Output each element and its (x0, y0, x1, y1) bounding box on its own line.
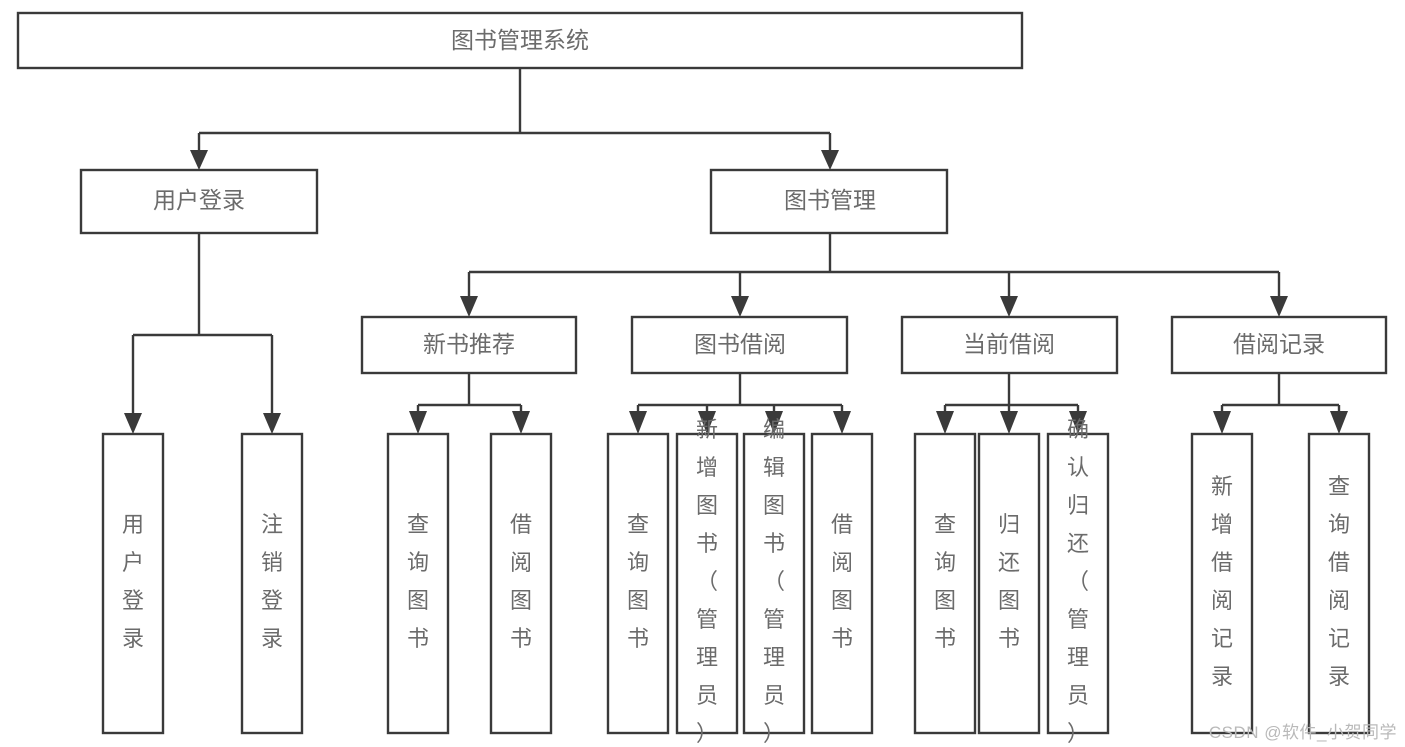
arrow-head-leaf-nbr-2 (512, 411, 530, 434)
leaf-nbr-1-label: 查询图书 (407, 512, 429, 651)
node-new-book-recommend[interactable]: 新书推荐 (360, 315, 578, 375)
node-root-box[interactable] (16, 11, 1024, 70)
connector-group-new-book-recommend (409, 373, 530, 434)
leaf-bb-3-label: 编辑图书（管理员） (763, 417, 785, 746)
arrow-head-leaf-br-2 (1330, 411, 1348, 434)
connector-group-book-manage (460, 233, 1288, 317)
connector-group-root (190, 68, 839, 170)
leaf-br-2-label: 查询借阅记录 (1328, 474, 1350, 689)
leaf-cb-3-box[interactable] (1046, 432, 1110, 735)
leaf-node[interactable]: 编辑图书（管理员） (742, 417, 806, 746)
arrow-head-leaf-cb-1 (936, 411, 954, 434)
arrow-head-leaf-user-login-1 (124, 413, 142, 434)
arrow-head-current-borrow (1000, 296, 1018, 317)
leaf-cb-3-label: 确认归还（管理员） (1067, 417, 1089, 746)
connector-group-book-borrow (629, 373, 851, 434)
arrow-head-leaf-bb-1 (629, 411, 647, 434)
arrow-head-leaf-bb-3 (765, 411, 783, 434)
arrow-head-leaf-br-1 (1213, 411, 1231, 434)
arrow-head-borrow-record (1270, 296, 1288, 317)
node-borrow-record[interactable]: 借阅记录 (1170, 315, 1388, 375)
connector-group-current-borrow (936, 373, 1087, 434)
leaf-node[interactable]: 确认归还（管理员） (1046, 417, 1110, 746)
node-current-borrow[interactable]: 当前借阅 (900, 315, 1119, 375)
arrow-head-leaf-user-login-2 (263, 413, 281, 434)
leaf-node[interactable]: 归还图书 (977, 432, 1041, 735)
leaf-node[interactable]: 查询图书 (606, 432, 670, 735)
node-book-borrow-box[interactable] (630, 315, 849, 375)
leaf-node[interactable]: 借阅图书 (489, 432, 553, 735)
leaf-br-2-box[interactable] (1307, 432, 1371, 735)
leaf-bb-1-box[interactable] (606, 432, 670, 735)
node-user-login[interactable]: 用户登录 (79, 168, 319, 235)
node-book-borrow-label: 图书借阅 (694, 331, 786, 357)
connector-group-user-login (124, 233, 281, 434)
leaf-node[interactable]: 借阅图书 (810, 432, 874, 735)
leaf-nbr-2-label: 借阅图书 (510, 512, 532, 651)
arrow-head-user-login (190, 150, 208, 170)
arrow-head-book-borrow (731, 296, 749, 317)
node-current-borrow-label: 当前借阅 (963, 331, 1055, 357)
leaf-cb-2-box[interactable] (977, 432, 1041, 735)
leaf-bb-3-box[interactable] (742, 432, 806, 735)
leaf-node[interactable]: 注销登录 (240, 432, 304, 735)
leaf-bb-2-label: 新增图书（管理员） (696, 417, 718, 746)
leaf-bb-1-label: 查询图书 (627, 512, 649, 651)
leaf-user-login-1-label: 用户登录 (122, 512, 144, 651)
leaf-nbr-2-box[interactable] (489, 432, 553, 735)
node-root-label: 图书管理系统 (451, 27, 589, 53)
node-user-login-label: 用户登录 (153, 187, 245, 213)
node-borrow-record-label: 借阅记录 (1233, 331, 1325, 357)
leaf-bb-4-label: 借阅图书 (831, 512, 853, 651)
node-book-manage[interactable]: 图书管理 (709, 168, 949, 235)
leaf-node[interactable]: 查询借阅记录 (1307, 432, 1371, 735)
leaf-cb-1-label: 查询图书 (934, 512, 956, 651)
arrow-head-leaf-bb-4 (833, 411, 851, 434)
arrow-head-leaf-nbr-1 (409, 411, 427, 434)
leaf-user-login-1-box[interactable] (101, 432, 165, 735)
connector-group-borrow-record (1213, 373, 1348, 434)
node-new-book-recommend-box[interactable] (360, 315, 578, 375)
leaf-cb-2-label: 归还图书 (998, 512, 1020, 651)
arrow-head-new-book-recommend (460, 296, 478, 317)
node-book-borrow[interactable]: 图书借阅 (630, 315, 849, 375)
node-current-borrow-box[interactable] (900, 315, 1119, 375)
leaf-br-1-label: 新增借阅记录 (1211, 474, 1233, 689)
leaf-node[interactable]: 查询图书 (386, 432, 450, 735)
leaf-node[interactable]: 查询图书 (913, 432, 977, 735)
node-book-manage-box[interactable] (709, 168, 949, 235)
leaf-br-1-box[interactable] (1190, 432, 1254, 735)
node-book-manage-label: 图书管理 (784, 187, 876, 213)
arrow-head-book-manage (821, 150, 839, 170)
arrow-head-leaf-cb-2 (1000, 411, 1018, 434)
node-new-book-recommend-label: 新书推荐 (423, 331, 515, 357)
leaf-nbr-1-box[interactable] (386, 432, 450, 735)
arrow-head-leaf-cb-3 (1069, 411, 1087, 434)
node-borrow-record-box[interactable] (1170, 315, 1388, 375)
leaf-user-login-2-box[interactable] (240, 432, 304, 735)
leaf-cb-1-box[interactable] (913, 432, 977, 735)
leaf-bb-2-box[interactable] (675, 432, 739, 735)
leaf-node[interactable]: 新增图书（管理员） (675, 417, 739, 746)
leaf-bb-4-box[interactable] (810, 432, 874, 735)
arrow-head-leaf-bb-2 (698, 411, 716, 434)
leaf-node[interactable]: 用户登录 (101, 432, 165, 735)
leaf-user-login-2-label: 注销登录 (261, 512, 283, 651)
leaf-node[interactable]: 新增借阅记录 (1190, 432, 1254, 735)
node-root[interactable]: 图书管理系统 (16, 11, 1024, 70)
node-user-login-box[interactable] (79, 168, 319, 235)
